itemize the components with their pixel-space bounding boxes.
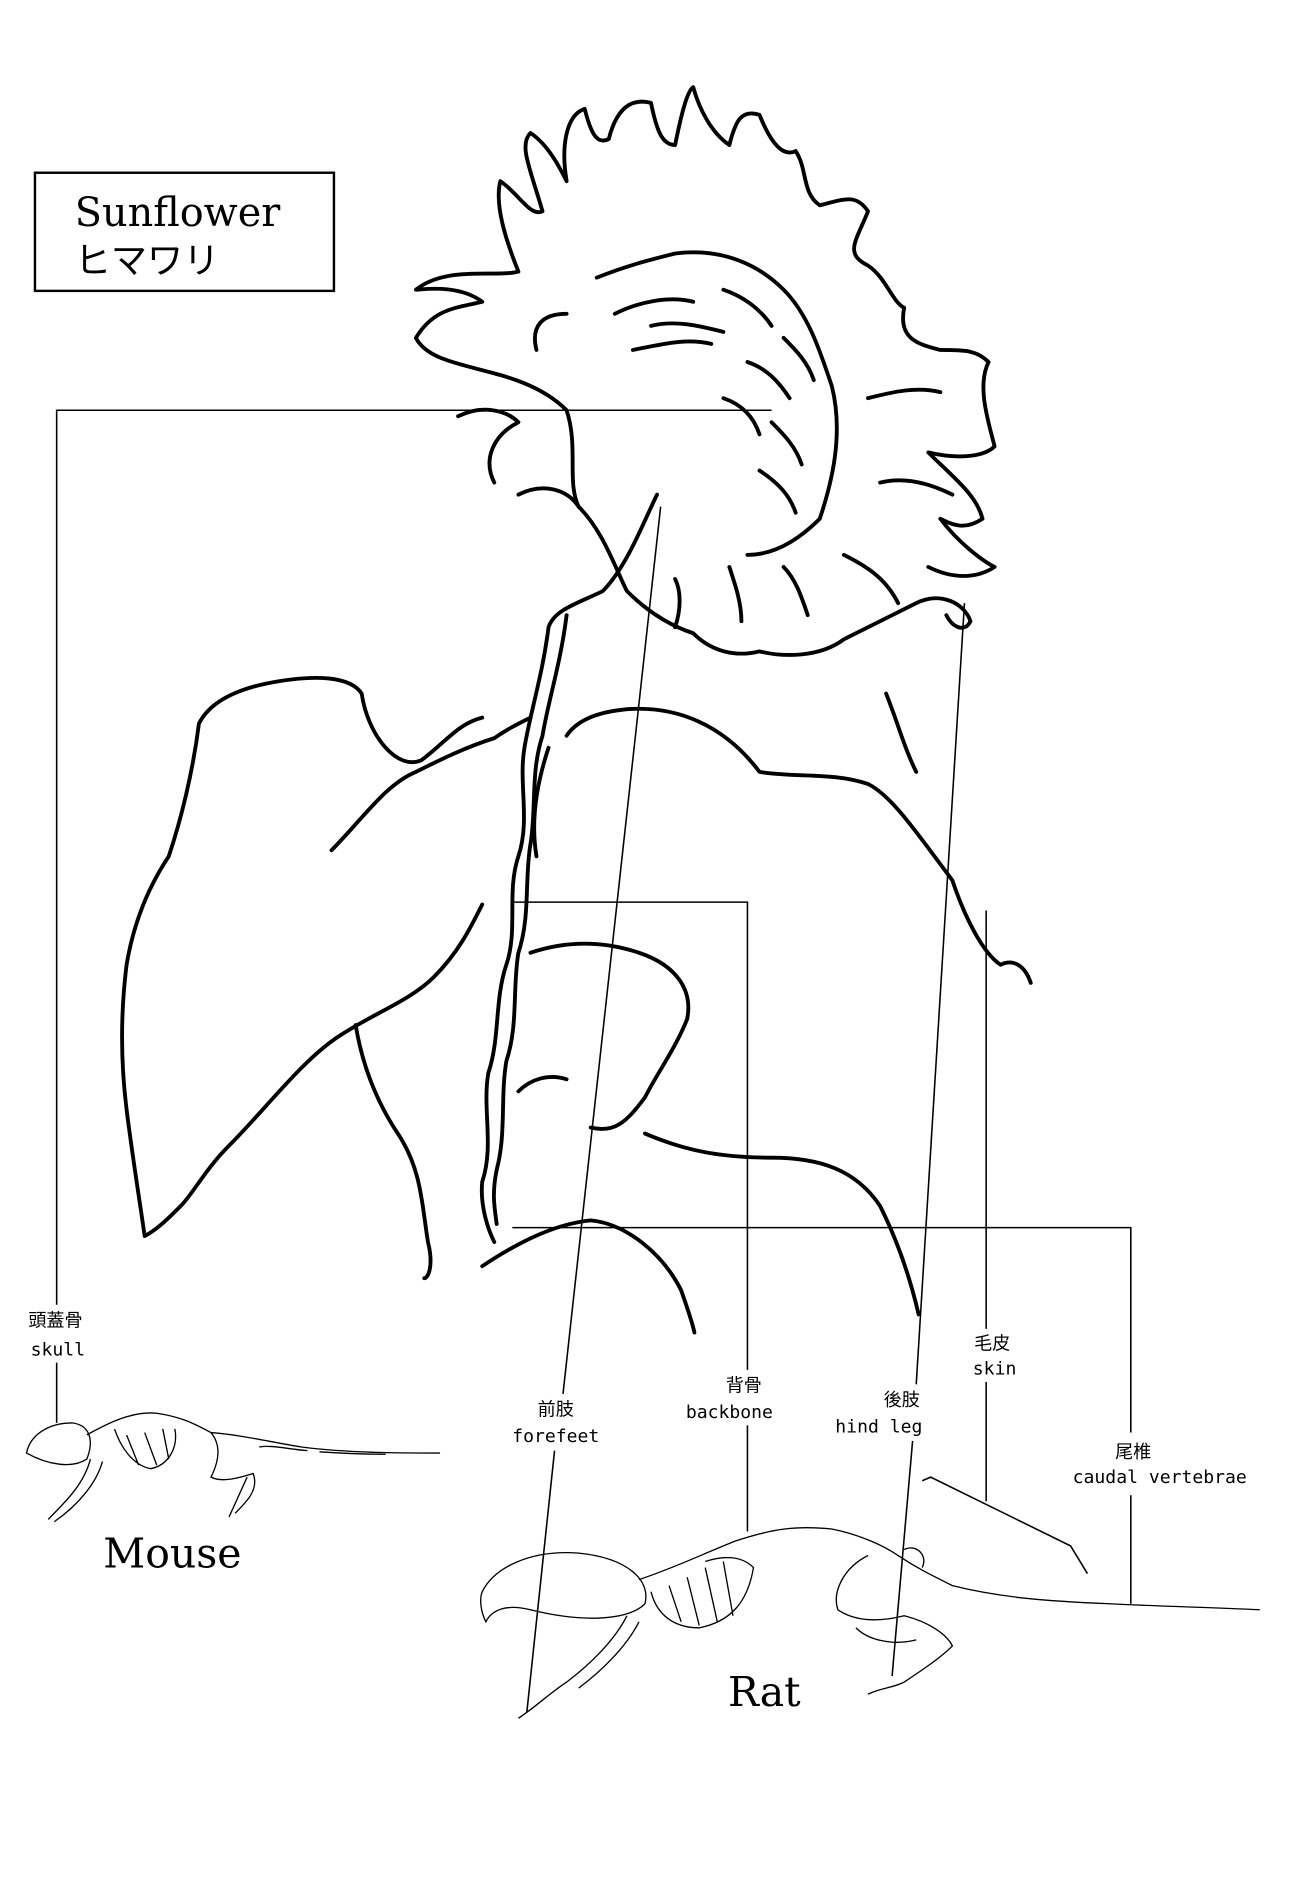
- label-backbone-ja: 背骨: [726, 1376, 762, 1397]
- label-skull-ja: 頭蓋骨: [28, 1310, 82, 1331]
- leaf-lower: [516, 941, 921, 1317]
- rat-skeleton: [480, 1527, 1260, 1719]
- caudal-leader: [512, 1226, 1132, 1433]
- title-en: Sunflower: [75, 190, 281, 236]
- label-caudal-ja: 尾椎: [1115, 1442, 1151, 1463]
- mouse-skeleton: [25, 1412, 441, 1523]
- label-hind-leg-en: hind leg: [835, 1417, 922, 1438]
- rat-label: Rat: [728, 1668, 801, 1716]
- label-skull-en: skull: [31, 1339, 85, 1360]
- backbone-leader: [512, 901, 749, 1370]
- label-backbone-en: backbone: [686, 1402, 773, 1423]
- label-caudal-en: caudal vertebrae: [1073, 1467, 1247, 1488]
- label-skin-en: skin: [973, 1359, 1017, 1380]
- stem: [479, 492, 659, 1244]
- label-forefeet-ja: 前肢: [538, 1400, 574, 1421]
- leaf-left: [120, 675, 485, 1238]
- skull-leader: [55, 409, 772, 1305]
- part-labels: 頭蓋骨 skull 前肢 forefeet 背骨 backbone 後肢 hin…: [28, 1310, 1246, 1488]
- title-box: Sunflower ヒマワリ: [33, 171, 336, 293]
- label-hind-leg-ja: 後肢: [884, 1390, 920, 1411]
- label-skin-ja: 毛皮: [974, 1333, 1010, 1354]
- title-ja: ヒマワリ: [75, 239, 220, 282]
- sunflower-drawing: [120, 85, 1033, 1335]
- leaf-right: [564, 706, 1033, 985]
- mouse-label: Mouse: [103, 1530, 241, 1578]
- label-forefeet-en: forefeet: [512, 1426, 599, 1447]
- flower-head-outline: [413, 85, 997, 578]
- forefeet-leader: [562, 506, 662, 1395]
- hind-leg-leader: [915, 603, 966, 1385]
- skin-bracket: [921, 1476, 1089, 1575]
- leader-lines: [55, 409, 1132, 1713]
